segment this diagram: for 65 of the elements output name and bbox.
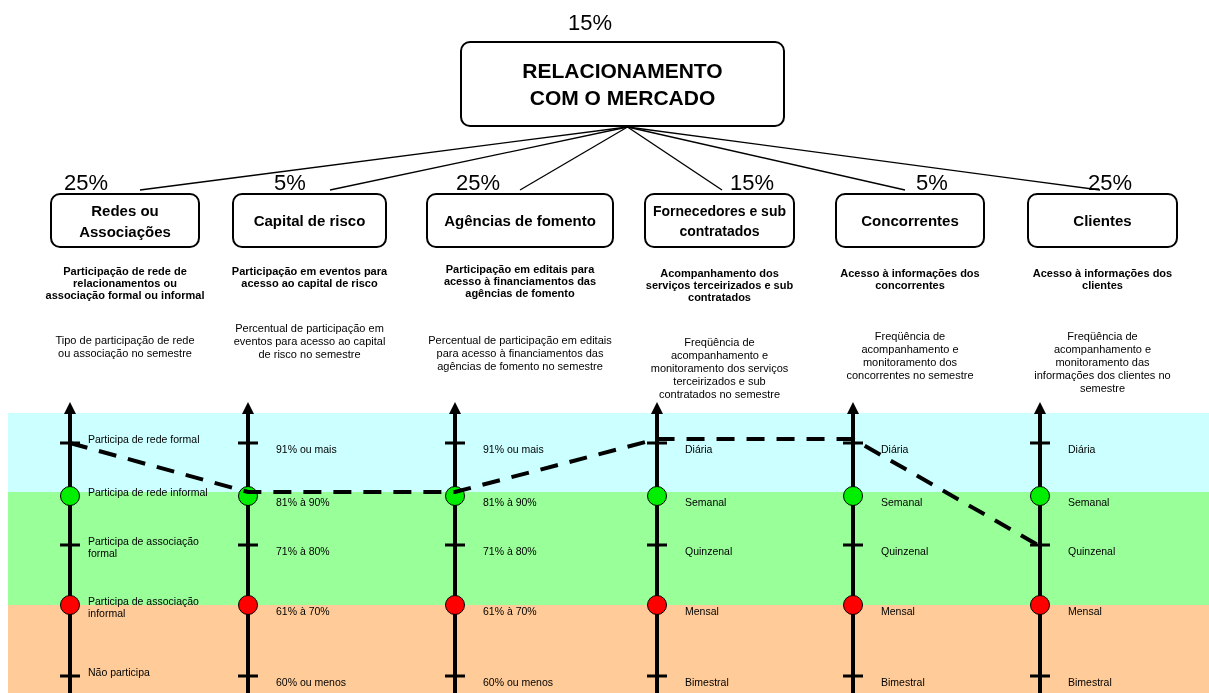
scale-label: 91% ou mais: [276, 443, 338, 455]
category-title: Capital de risco: [252, 211, 367, 231]
scale-label: Semanal: [881, 496, 924, 508]
category-box: [426, 193, 614, 248]
scale-label: Quinzenal: [685, 545, 734, 557]
category-title: Clientes: [1072, 211, 1133, 231]
scale-label: 91% ou mais: [483, 443, 545, 455]
root-title: RELACIONAMENTO COM O MERCADO: [521, 58, 724, 111]
scale-label: 81% à 90%: [276, 496, 331, 508]
category-box: [835, 193, 985, 248]
weight-percentage: 25%: [62, 170, 109, 196]
scale-label: Bimestral: [881, 676, 926, 688]
scale-label: Quinzenal: [881, 545, 930, 557]
indicator-text: Freqüência de acompanhamento e monitoramento dos serviços terceirizados e sub contratados no semestre: [649, 336, 790, 401]
weight-percentage: 5%: [915, 170, 949, 196]
scale-label: Bimestral: [1068, 676, 1113, 688]
criterion-text: Acesso à informações dos concorrentes: [839, 267, 981, 291]
scale-label: Semanal: [1068, 496, 1111, 508]
scale-label: Não participa: [88, 666, 151, 678]
scale-label: Participa de rede informal: [88, 486, 209, 498]
scale-label: 81% à 90%: [483, 496, 538, 508]
indicator-text: Percentual de participação em editais para acesso à financiamentos das agências de fomento no semestre: [427, 334, 613, 373]
scale-label: Quinzenal: [1068, 545, 1117, 557]
criterion-text: Acesso à informações dos clientes: [1031, 267, 1174, 291]
scale-label: 60% ou menos: [276, 676, 348, 688]
connector-line: [519, 126, 629, 191]
scale-label: Participa de associação informal: [88, 595, 200, 619]
criterion-text: Participação em eventos para acesso ao capital de risco: [230, 265, 389, 289]
scale-label: Diária: [881, 443, 910, 455]
category-title: Redes ou Associações: [78, 200, 172, 242]
criterion-text: Participação em editais para acesso à financiamentos das agências de fomento: [442, 263, 598, 299]
scale-label: 71% à 80%: [276, 545, 331, 557]
weight-percentage: 25%: [1086, 170, 1133, 196]
weight-percentage: 15%: [728, 170, 775, 196]
criterion-text: Acompanhamento dos serviços terceirizados e sub contratados: [644, 267, 795, 303]
connector-line: [626, 126, 723, 191]
weight-percentage: 15%: [566, 10, 613, 36]
scale-label: Diária: [685, 443, 714, 455]
scale-label: 61% à 70%: [483, 605, 538, 617]
root-box: [460, 41, 785, 127]
criterion-text: Participação de rede de relacionamentos ou associação formal ou informal: [45, 265, 205, 301]
indicator-text: Freqüência de acompanhamento e monitoramento dos concorrentes no semestre: [845, 330, 975, 382]
category-box: [232, 193, 387, 248]
indicator-text: Tipo de participação de rede ou associação no semestre: [54, 334, 196, 360]
scale-label: 61% à 70%: [276, 605, 331, 617]
scale-label: Participa de rede formal: [88, 433, 201, 445]
scale-label: Mensal: [881, 605, 916, 617]
category-box: [644, 193, 795, 248]
scale-label: Mensal: [1068, 605, 1103, 617]
scale-label: Participa de associação formal: [88, 535, 200, 559]
category-title: Agências de fomento: [443, 211, 597, 231]
scale-label: 60% ou menos: [483, 676, 555, 688]
category-title: Concorrentes: [860, 211, 960, 231]
indicator-text: Percentual de participação em eventos para acesso ao capital de risco no semestre: [232, 322, 387, 361]
category-box: [1027, 193, 1178, 248]
category-title: Fornecedores e sub contratados: [651, 201, 787, 241]
weight-percentage: 5%: [273, 170, 307, 196]
indicator-text: Freqüência de acompanhamento e monitoramento das informações dos clientes no semestre: [1033, 330, 1172, 395]
category-box: [50, 193, 200, 248]
scale-label: Mensal: [685, 605, 720, 617]
scale-label: Diária: [1068, 443, 1097, 455]
scale-label: Semanal: [685, 496, 728, 508]
scale-label: 71% à 80%: [483, 545, 538, 557]
scale-label: Bimestral: [685, 676, 730, 688]
weight-percentage: 25%: [454, 170, 501, 196]
